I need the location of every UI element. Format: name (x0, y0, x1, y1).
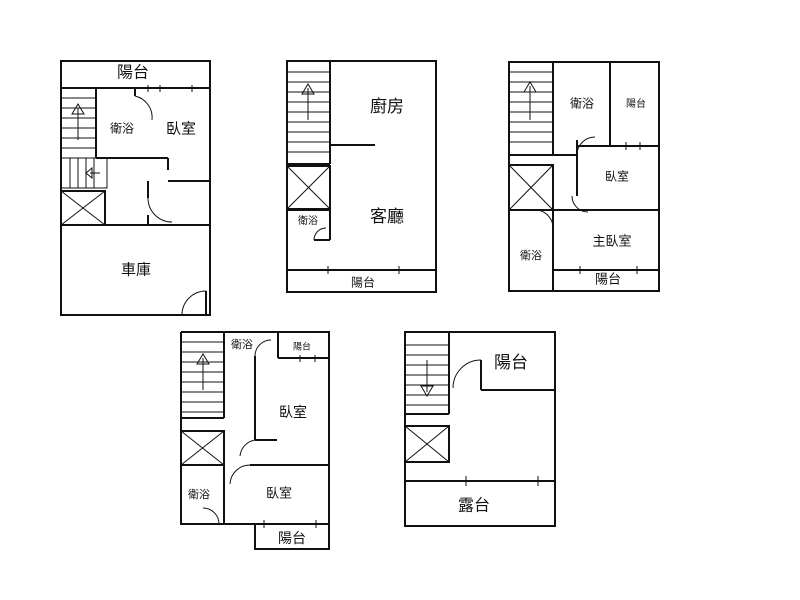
door-arc (239, 439, 256, 457)
door-arc (313, 227, 327, 241)
staircase (509, 62, 554, 155)
room-label-bedroom: 臥室 (605, 169, 629, 184)
floor-plan-3: 衛浴 陽台 臥室 主臥室 衛浴 陽台 (508, 61, 660, 292)
staircase (181, 332, 225, 418)
door-arc (254, 339, 272, 357)
room-label-bath: 衛浴 (298, 214, 318, 227)
staircase (405, 332, 450, 414)
garage-door-arc (181, 290, 207, 316)
room-label-balcony: 陽台 (351, 275, 375, 290)
door-arc (452, 359, 482, 389)
room-label-balcony-top: 陽台 (293, 341, 311, 353)
room-label-balcony-top: 陽台 (626, 97, 646, 110)
room-label-balcony-bottom: 陽台 (278, 531, 306, 547)
door-arc (134, 95, 153, 121)
door-arc (202, 507, 220, 525)
room-label-bath-top: 衛浴 (570, 97, 594, 111)
room-label-garage: 車庫 (121, 261, 151, 279)
floor-plan-2: 廚房 客廳 衛浴 陽台 (286, 60, 437, 293)
room-label-bath: 衛浴 (110, 122, 134, 136)
room-label-bedroom-lower: 臥室 (266, 486, 292, 502)
room-label-bath-bottom: 衛浴 (520, 249, 542, 262)
door-arc (229, 464, 251, 485)
room-label-bedroom: 臥室 (166, 120, 196, 138)
room-label-kitchen: 廚房 (370, 96, 404, 117)
staircase (60, 87, 108, 189)
elevator-shaft (508, 164, 554, 211)
elevator-shaft (180, 430, 225, 466)
room-label-living: 客廳 (370, 207, 404, 227)
door-arc (147, 197, 173, 223)
room-label-balcony: 陽台 (117, 63, 149, 82)
door-arc (576, 136, 596, 156)
room-label-bedroom-upper: 臥室 (279, 404, 307, 421)
elevator-shaft (60, 190, 106, 226)
room-label-terrace: 露台 (458, 496, 490, 515)
staircase (287, 61, 331, 164)
door-arc (532, 209, 554, 229)
room-label-bath-top: 衛浴 (231, 338, 253, 351)
room-label-master-bedroom: 主臥室 (592, 234, 631, 250)
room-label-balcony-bottom: 陽台 (595, 273, 621, 288)
door-arc (571, 195, 589, 213)
room-label-balcony: 陽台 (494, 353, 528, 373)
floor-plan-5: 陽台 露台 (404, 331, 556, 527)
room-label-bath-bottom: 衛浴 (188, 488, 210, 501)
floor-plan-1: 陽台 衛浴 臥室 車庫 (60, 60, 211, 316)
floor-plan-4: 衛浴 陽台 臥室 衛浴 臥室 陽台 (180, 331, 330, 550)
elevator-shaft (286, 165, 331, 210)
elevator-shaft (404, 425, 450, 463)
